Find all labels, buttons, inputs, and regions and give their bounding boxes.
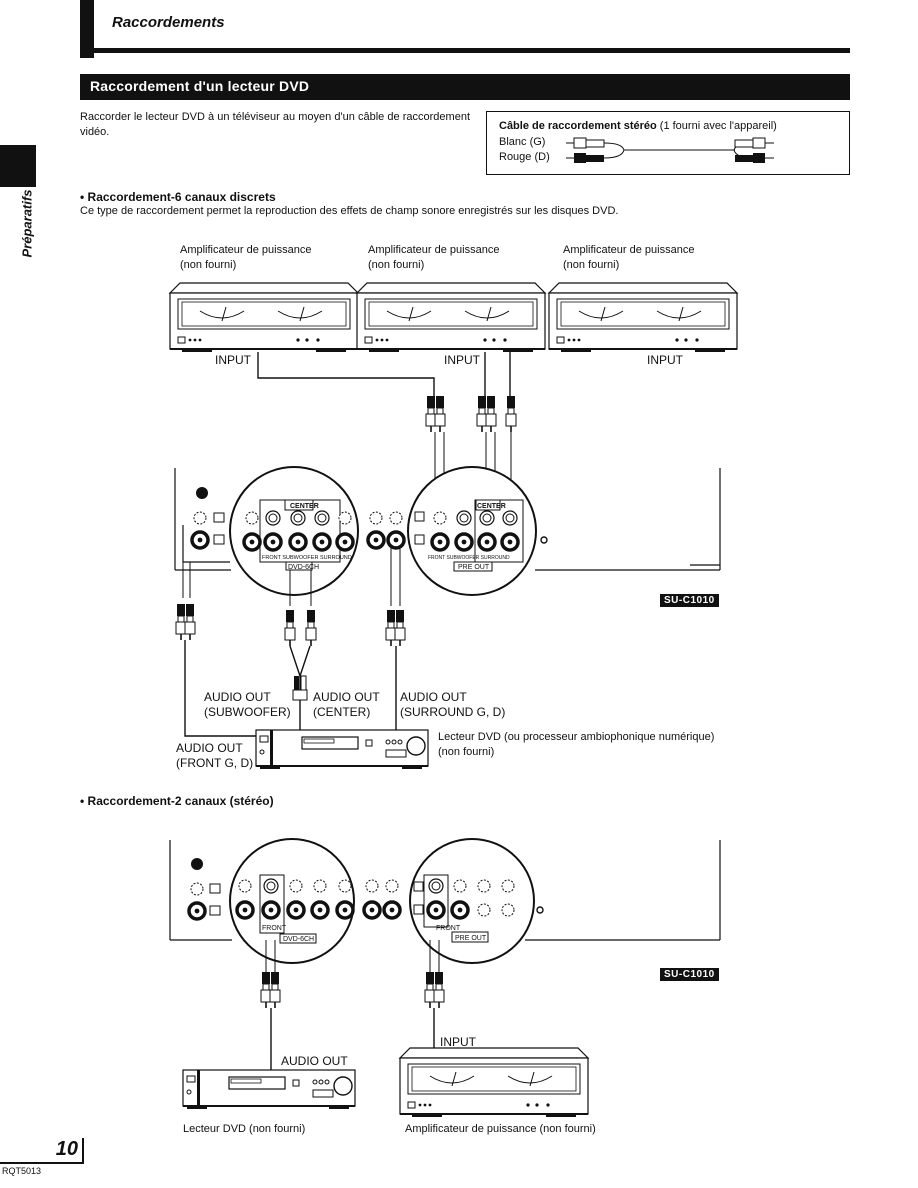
front-label-2ch-1: FRONT	[262, 925, 287, 932]
header-bar	[80, 0, 94, 58]
two-channel-heading: • Raccordement-2 canaux (stéréo)	[80, 794, 274, 808]
input-label-3: INPUT	[647, 353, 683, 367]
page-number: 10	[0, 1138, 84, 1164]
plugs-2ch	[260, 971, 445, 1009]
input-label-2ch: INPUT	[440, 1035, 476, 1049]
su-c1010-rear-panel-2ch: FRONT DVD-6CH FRONT PRE OUT	[169, 838, 721, 964]
dvd-player-label: Lecteur DVD (ou processeur ambiophonique…	[438, 731, 715, 758]
cable-runs-2ch	[270, 1008, 435, 1070]
audio-out-surround: AUDIO OUT(SURROUND G, D)	[400, 690, 506, 719]
stereo-cable-illustration	[566, 137, 774, 163]
center-label-2: CENTER	[477, 503, 506, 510]
input-label-2: INPUT	[444, 353, 480, 367]
cable-white-label: Blanc (G)	[499, 136, 546, 148]
power-amplifier-2ch	[399, 1047, 589, 1118]
channel-labels-2: FRONT SUBWOOFER SURROUND	[428, 555, 510, 561]
audio-out-label-2ch: AUDIO OUT	[281, 1054, 348, 1068]
front-label-2ch-2: FRONT	[436, 925, 461, 932]
cable-title: Câble de raccordement stéréo (1 fourni a…	[499, 120, 777, 132]
cable-box: Câble de raccordement stéréo (1 fourni a…	[486, 111, 850, 175]
subwoofer-center-plugs	[292, 675, 308, 701]
section-title: Raccordement d'un lecteur DVD	[90, 78, 310, 94]
intro-text: Raccorder le lecteur DVD à un téléviseur…	[80, 111, 470, 138]
power-amplifier-3	[548, 282, 738, 353]
output-plugs-6ch	[175, 603, 406, 647]
amp-caption-2ch: Amplificateur de puissance (non fourni)	[405, 1123, 596, 1135]
side-tab-marker	[0, 145, 36, 187]
amp-label-1: Amplificateur de puissance(non fourni)	[180, 244, 312, 271]
cable-red-label: Rouge (D)	[499, 151, 550, 163]
dvd-player-6ch	[255, 729, 429, 770]
document-code: RQT5013	[2, 1166, 42, 1176]
amp-label-3: Amplificateur de puissance(non fourni)	[563, 244, 695, 271]
cables-2ch	[265, 940, 440, 972]
center-label-1: CENTER	[290, 503, 319, 510]
dvd-caption-2ch: Lecteur DVD (non fourni)	[183, 1123, 306, 1135]
pre-out-label-2ch: PRE OUT	[455, 935, 487, 942]
page-title: Raccordements	[112, 14, 225, 31]
dvd-player-2ch	[182, 1069, 356, 1110]
input-cables	[257, 352, 511, 396]
audio-out-subwoofer: AUDIO OUT(SUBWOOFER)	[204, 690, 291, 719]
dvd6ch-label-2ch: DVD-6CH	[283, 936, 314, 943]
input-label-1: INPUT	[215, 353, 251, 367]
model-badge-2: SU-C1010	[660, 968, 719, 981]
audio-out-front: AUDIO OUT(FRONT G, D)	[176, 741, 254, 770]
dvd-cables-6ch	[182, 548, 401, 606]
power-amplifier-2	[356, 282, 546, 353]
audio-out-center: AUDIO OUT(CENTER)	[313, 690, 380, 719]
header-rule	[80, 48, 850, 53]
dvd6ch-label-1: DVD-6CH	[288, 564, 319, 571]
pre-out-label-1: PRE OUT	[458, 564, 490, 571]
input-plugs	[425, 395, 517, 433]
power-amplifier-1	[169, 282, 359, 353]
six-channel-text: Ce type de raccordement permet la reprod…	[80, 205, 619, 217]
cable-runs-6ch	[184, 640, 397, 737]
channel-labels-1: FRONT SUBWOOFER SURROUND	[262, 555, 352, 561]
six-channel-heading: • Raccordement-6 canaux discrets	[80, 190, 276, 204]
amp-label-2: Amplificateur de puissance(non fourni)	[368, 244, 500, 271]
section-title-bar: Raccordement d'un lecteur DVD	[80, 74, 850, 100]
model-badge-1: SU-C1010	[660, 594, 719, 607]
su-c1010-rear-panel-6ch: CENTER CENTER FRONT SUBWOOFER SURROUND F…	[174, 466, 721, 596]
